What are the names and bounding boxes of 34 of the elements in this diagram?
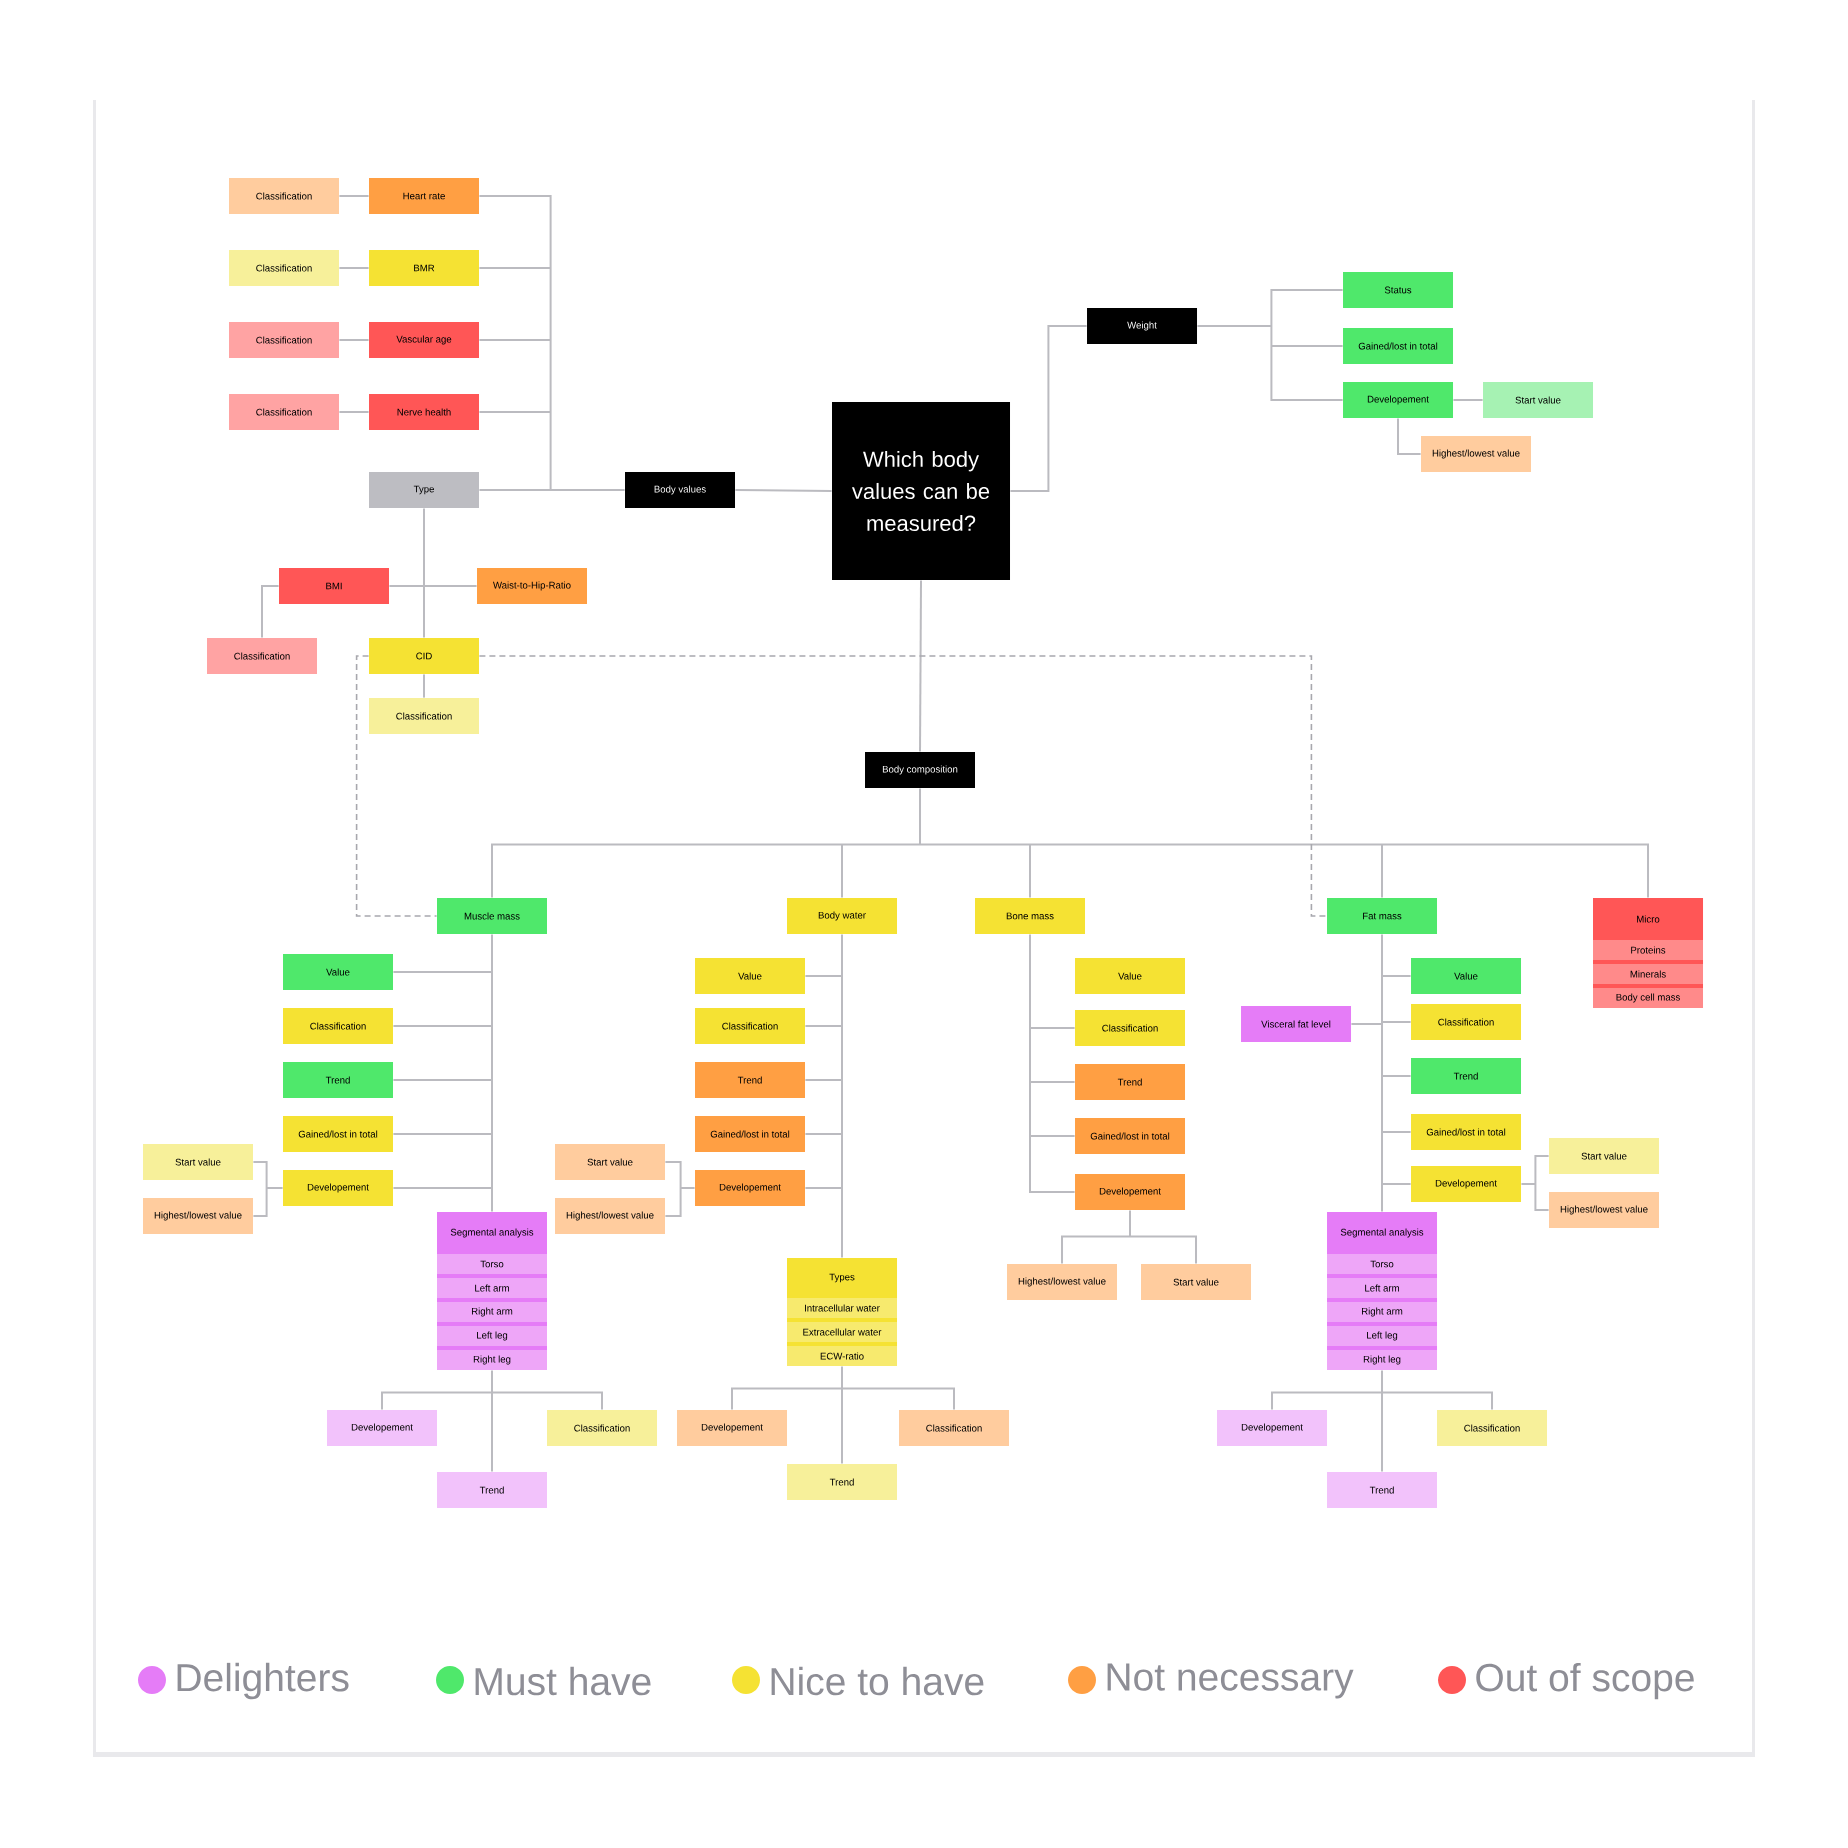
connector xyxy=(1029,933,1076,1193)
connector xyxy=(381,1369,603,1473)
legend-label: Not necessary xyxy=(1107,1663,1354,1699)
legend-label: Nice to have xyxy=(771,1666,984,1696)
legend-label: Out of scope xyxy=(1476,1662,1694,1700)
legend-label: Must have xyxy=(475,1666,651,1696)
connector xyxy=(392,933,493,1213)
connector xyxy=(1520,1155,1550,1211)
connector xyxy=(1196,289,1344,401)
connector xyxy=(338,267,370,269)
connector xyxy=(1009,325,1088,492)
connector xyxy=(734,489,833,492)
connector xyxy=(1397,417,1422,455)
dashed-connector xyxy=(355,655,438,917)
connector xyxy=(338,195,370,197)
connector xyxy=(1452,399,1484,401)
connector xyxy=(1061,1209,1197,1265)
connector xyxy=(804,933,843,1259)
connector xyxy=(388,507,478,639)
dashed-connector xyxy=(478,655,1328,917)
connector xyxy=(261,585,280,639)
connector xyxy=(1271,1369,1493,1473)
connector xyxy=(731,1365,955,1465)
connector xyxy=(423,673,425,699)
connector xyxy=(338,339,370,341)
legend-label: Delighters xyxy=(177,1662,349,1700)
connector xyxy=(919,579,922,753)
connector xyxy=(338,411,370,413)
connector xyxy=(478,195,626,491)
connector xyxy=(252,1161,284,1217)
connector xyxy=(1350,933,1412,1213)
connector xyxy=(664,1161,696,1217)
connector xyxy=(491,787,1649,899)
question-box: Which body values can be measured? xyxy=(832,402,1010,580)
